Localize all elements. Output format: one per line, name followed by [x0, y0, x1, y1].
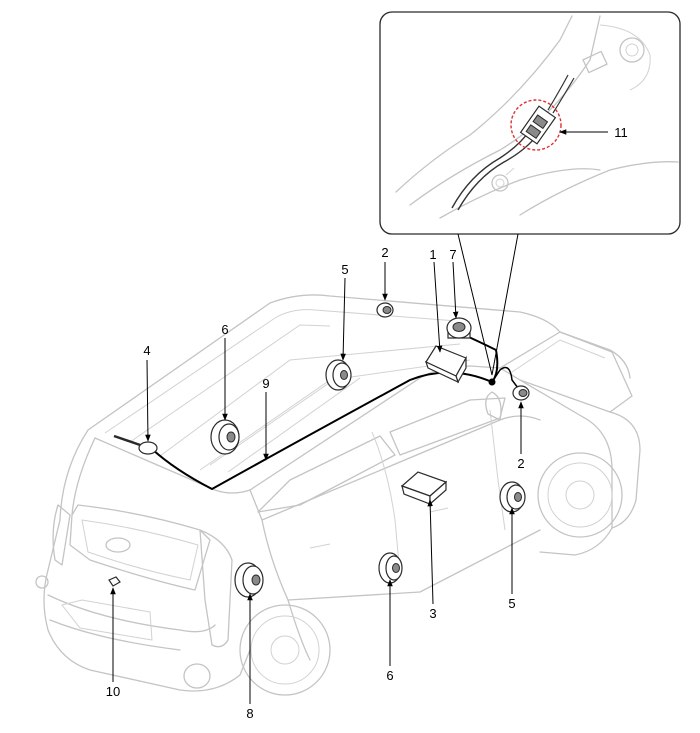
tweeter-icon — [512, 385, 530, 401]
callout-2-top: 2 — [381, 245, 388, 260]
callout-5-door: 5 — [508, 596, 515, 611]
callout-labels: 1 2 7 5 4 6 9 2 3 5 6 8 10 11 — [106, 125, 628, 721]
callout-5-roof: 5 — [341, 262, 348, 277]
antenna-cable — [151, 332, 499, 491]
callout-9: 9 — [262, 376, 269, 391]
callout-1: 1 — [429, 247, 436, 262]
leader-lines — [110, 129, 608, 704]
speaker-icon — [210, 419, 240, 455]
speaker-icon — [499, 481, 526, 513]
callout-10: 10 — [106, 684, 120, 699]
speaker-icon — [378, 552, 403, 584]
rear-camera-icon — [108, 576, 121, 587]
callout-6-roof: 6 — [221, 322, 228, 337]
callout-6-door: 6 — [386, 668, 393, 683]
callout-8: 8 — [246, 706, 253, 721]
amplifier-icon — [400, 471, 448, 506]
callout-7: 7 — [449, 247, 456, 262]
speaker-icon — [234, 562, 264, 598]
callout-3: 3 — [429, 606, 436, 621]
center-speaker-icon — [446, 317, 472, 339]
callout-11: 11 — [614, 125, 628, 140]
roof-antenna-icon — [113, 434, 158, 455]
vehicle-outline — [35, 294, 641, 696]
callout-2-right: 2 — [517, 456, 524, 471]
connector-detail-inset — [379, 11, 681, 376]
antenna-cable-branch — [491, 366, 519, 389]
audio-unit-icon — [424, 345, 467, 384]
tweeter-icon — [376, 302, 394, 318]
speaker-icon — [325, 359, 352, 391]
callout-4: 4 — [143, 343, 150, 358]
cable-junction — [488, 378, 496, 386]
